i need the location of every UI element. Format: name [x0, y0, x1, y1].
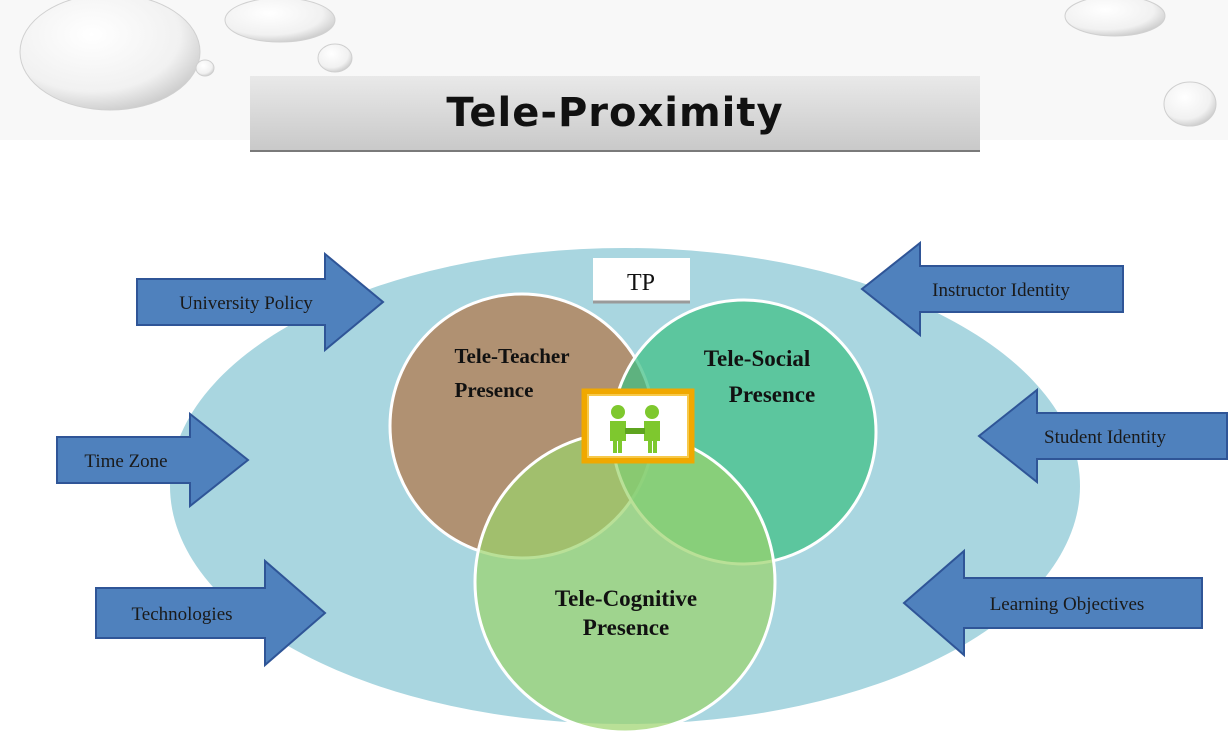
university-policy-arrow — [136, 251, 385, 353]
instructor-identity-arrow — [860, 240, 1124, 338]
time-zone-label: Time Zone — [84, 451, 167, 472]
circle-cognitive — [473, 430, 777, 733]
time-zone-arrow — [56, 411, 250, 509]
social-label-line1: Tele-Social — [704, 346, 810, 371]
title-bar: Tele-Proximity — [250, 76, 980, 152]
student-identity-label: Student Identity — [1044, 427, 1166, 448]
tp-label-box — [593, 258, 690, 302]
teacher-label-line1: Tele-Teacher — [454, 344, 569, 368]
droplet — [317, 43, 353, 73]
cognitive-label-line2: Presence — [583, 615, 669, 640]
technologies-label: Technologies — [131, 604, 232, 625]
droplet — [1163, 81, 1217, 127]
learning-objectives-label: Learning Objectives — [990, 594, 1145, 615]
social-label-line2: Presence — [729, 382, 815, 407]
learning-objectives-arrow — [902, 548, 1203, 658]
droplet — [195, 59, 215, 77]
technologies-arrow — [95, 558, 327, 668]
droplet — [224, 0, 336, 43]
university-policy-label: University Policy — [179, 293, 313, 314]
student-identity-arrow — [977, 387, 1228, 485]
droplet — [19, 0, 201, 111]
droplet — [1064, 0, 1166, 37]
page-title: Tele-Proximity — [446, 90, 784, 136]
tp-label: TP — [627, 270, 655, 296]
cognitive-label-line1: Tele-Cognitive — [555, 586, 697, 611]
handshake-people-icon — [581, 388, 695, 464]
instructor-identity-label: Instructor Identity — [932, 280, 1070, 301]
teacher-label-line2: Presence — [455, 378, 534, 402]
